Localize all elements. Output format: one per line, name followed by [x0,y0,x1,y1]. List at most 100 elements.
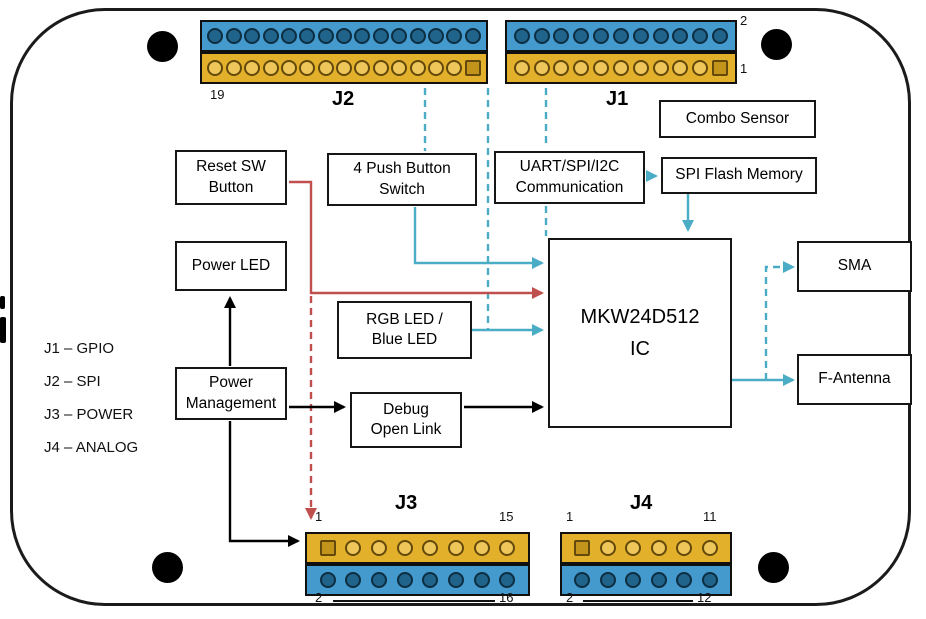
connector-pin [207,60,224,76]
block-label: Combo Sensor [685,109,790,127]
connector-j4-row-blue [560,564,732,596]
block-label: Power LED [191,256,271,274]
connector-pin [612,60,629,76]
pin-number: 1 [740,61,748,76]
connector-pin [422,540,439,556]
connector-pin [599,572,616,588]
connector-pin [533,60,550,76]
pin-number: 2 [315,590,323,605]
connector-label-j2: J2 [332,88,355,110]
block-f-antenna: F-Antenna [797,354,912,405]
connector-pin [650,572,667,588]
pin-number-line [583,600,693,602]
connector-pin [225,28,242,44]
connector-pin [574,572,591,588]
connector-pin [573,60,590,76]
connector-pin [701,572,718,588]
connector-pin [599,540,616,556]
connector-j3-row-yellow [305,532,530,564]
connector-pin [354,28,371,44]
connector-pin [345,572,362,588]
connector-pin [409,60,426,76]
pin-number: 15 [499,509,514,524]
pin-number: 2 [740,13,748,28]
connector-pin [533,28,550,44]
scan-artifact [0,317,6,343]
connector-pin [427,28,444,44]
connector-pin [652,28,669,44]
connector-pin [650,540,667,556]
connector-pin [262,60,279,76]
block-mkw24d512-ic: MKW24D512 IC [548,238,732,428]
block-label: SPI Flash Memory [675,166,803,184]
connector-pin [244,60,261,76]
connector-pin [427,60,444,76]
connector-pin [446,28,463,44]
block-label: SMA [837,257,872,275]
pin-number-line [333,600,495,602]
block-reset-sw-button: Reset SW Button [175,150,287,205]
connector-pin [345,540,362,556]
connector-pin [553,28,570,44]
connector-pin [244,28,261,44]
connector-j4-row-yellow [560,532,732,564]
connector-pin [299,28,316,44]
connector-pin [447,540,464,556]
connector-pin [354,60,371,76]
block-label: RGB LED / Blue LED [366,310,443,348]
connector-pin-1-square [712,60,729,76]
connector-j2-row-yellow [200,52,488,84]
connector-pin [262,28,279,44]
connector-pin [317,28,334,44]
connector-pin [396,540,413,556]
connector-pin [336,28,352,44]
pin-number: 16 [499,590,514,605]
connector-pin [372,28,389,44]
connector-pin [317,60,334,76]
connector-pin [625,572,642,588]
connector-pin [712,28,729,44]
connector-pin [593,28,610,44]
connector-pin [676,540,693,556]
block-spi-flash-memory: SPI Flash Memory [661,157,817,194]
block-label: UART/SPI/I2C Communication [515,158,624,196]
connector-pin [632,60,649,76]
block-label: Debug Open Link [370,400,442,438]
connector-j1-row-blue [505,20,737,52]
pin-number: 11 [703,509,717,524]
connector-pin [464,28,481,44]
connector-pin [422,572,439,588]
connector-pin [372,60,389,76]
connector-j1 [505,20,737,84]
connector-j2 [200,20,488,84]
connector-pin [593,60,610,76]
block-debug-open-link: Debug Open Link [350,392,462,448]
connector-pin [446,60,463,76]
connector-j3 [305,532,530,596]
block-label: 4 Push Button Switch [353,160,451,198]
connector-pin [612,28,629,44]
connector-pin [370,540,387,556]
connector-label-j1: J1 [606,88,629,110]
connector-pin [391,28,408,44]
legend-item-j3: J3 – POWER [44,406,134,423]
block-label: Reset SW Button [196,158,266,196]
connector-pin [499,540,516,556]
connector-pin [692,60,709,76]
connector-pin [473,540,490,556]
connector-pin [513,60,530,76]
block-power-led: Power LED [175,241,287,291]
connector-pin [299,60,316,76]
block-rgb-led: RGB LED / Blue LED [337,301,472,359]
pin-number: 12 [697,590,712,605]
connector-pin [319,572,336,588]
scan-artifact [0,296,5,309]
legend-item-j2: J2 – SPI [44,373,101,390]
mounting-hole-bottom-right [758,552,789,583]
block-uart-spi-i2c: UART/SPI/I2C Communication [494,151,645,204]
mounting-hole-top-left [147,31,178,62]
pin-number: 1 [566,509,574,524]
connector-pin [553,60,570,76]
block-sma: SMA [797,241,912,292]
